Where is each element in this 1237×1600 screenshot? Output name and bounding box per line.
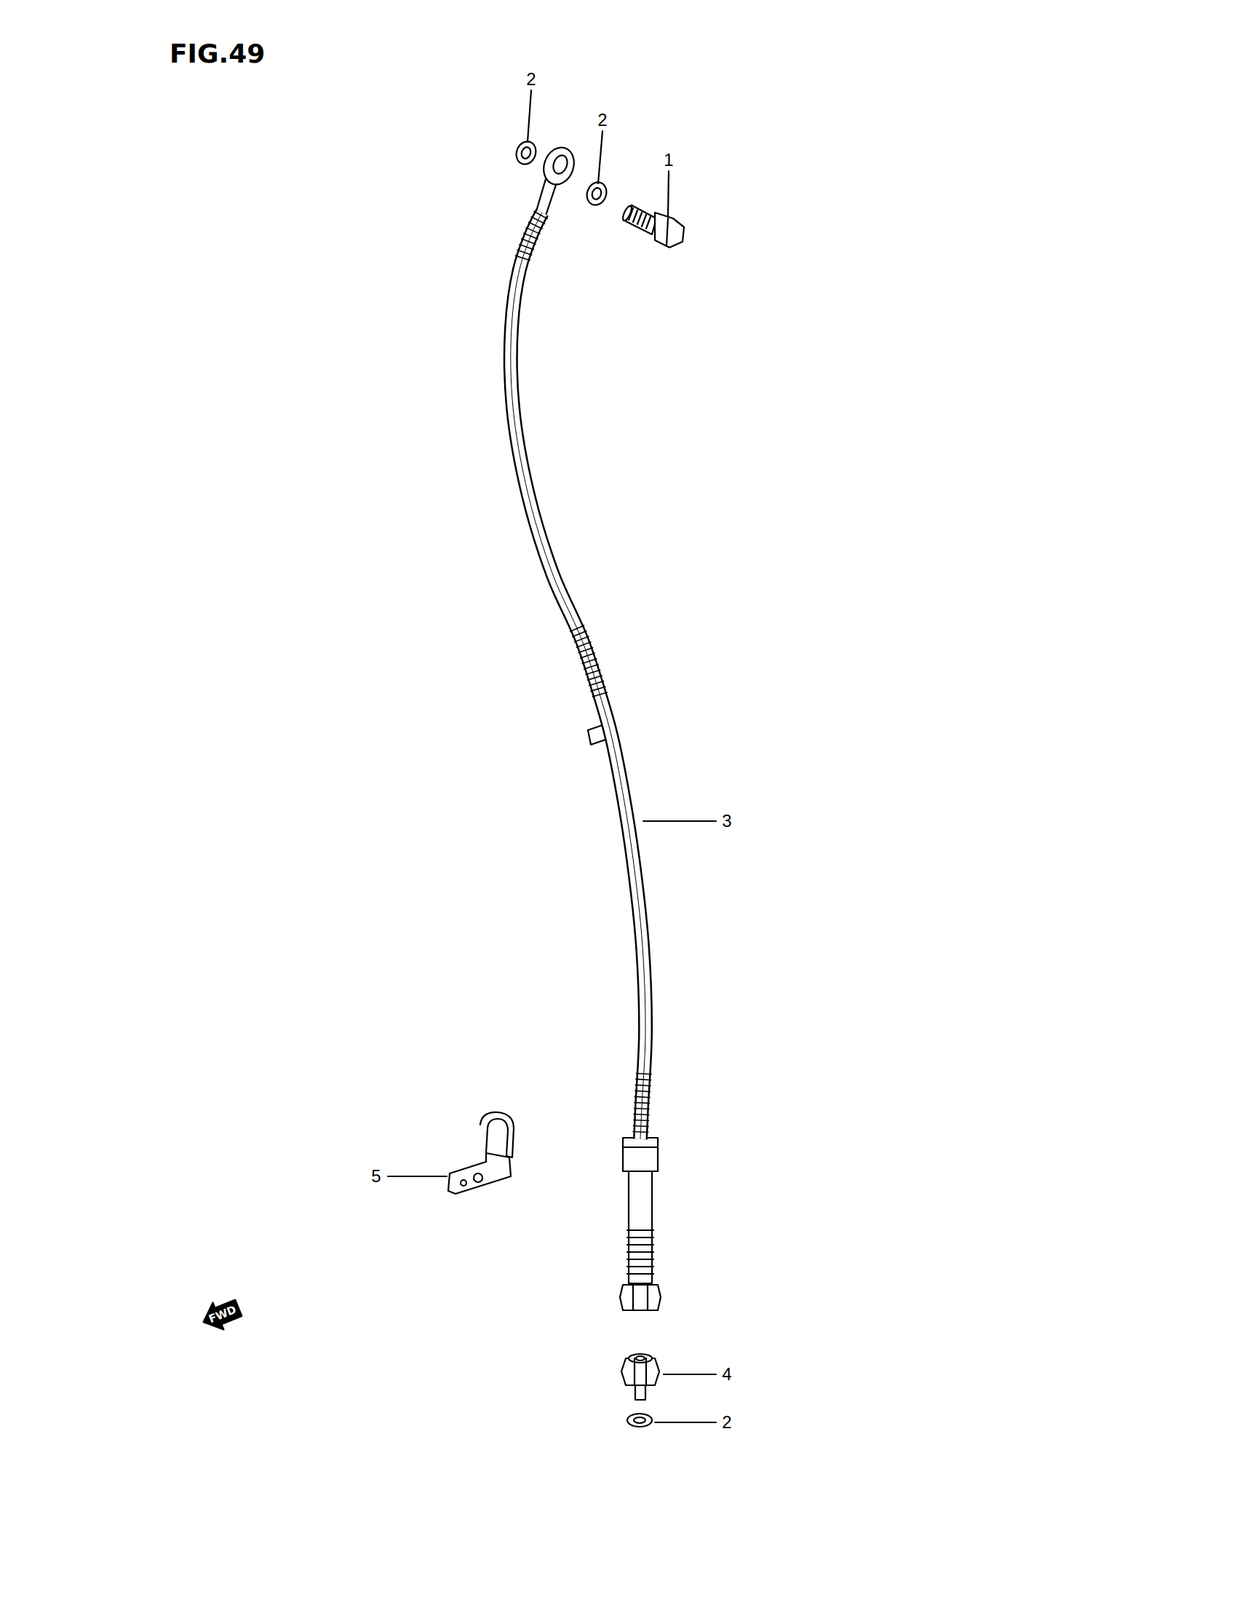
- brake-hose: [510, 211, 652, 1139]
- banjo-bolt: [621, 204, 684, 248]
- leader-line: [387, 1175, 447, 1177]
- washer: [583, 179, 610, 209]
- leader-line: [527, 90, 532, 142]
- leader-line: [667, 170, 669, 217]
- callout-number: 4: [720, 1364, 733, 1384]
- banjo-fitting: [536, 143, 580, 216]
- hose-end-fitting: [619, 1137, 661, 1310]
- leader-line: [643, 820, 717, 822]
- adapter-fitting: [621, 1353, 660, 1400]
- leader-line: [598, 130, 603, 184]
- washer: [512, 138, 539, 168]
- figure-title: FIG.49: [169, 40, 265, 67]
- forward-arrow: [197, 1293, 244, 1336]
- callout-number: 2: [720, 1412, 733, 1432]
- leader-line: [663, 1373, 717, 1375]
- leader-line: [654, 1421, 717, 1423]
- callout-number: 2: [524, 69, 538, 89]
- callout-number: 5: [369, 1166, 383, 1186]
- washer: [627, 1413, 652, 1427]
- callout-number: 3: [720, 811, 733, 831]
- callout-number: 1: [662, 150, 675, 170]
- callout-number: 2: [595, 110, 609, 130]
- hose-clamp: [448, 1111, 514, 1194]
